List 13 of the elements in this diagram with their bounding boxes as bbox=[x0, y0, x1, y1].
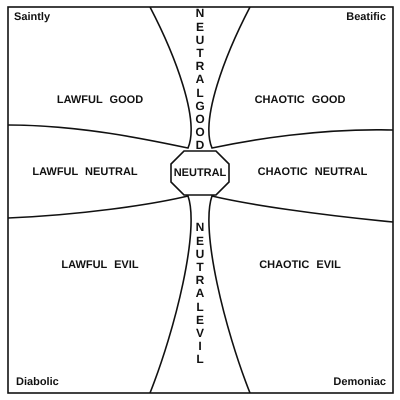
region-label: LAWFUL GOOD bbox=[56, 94, 144, 106]
corner-label: Diabolic bbox=[16, 376, 59, 388]
vertical-region-label: NEUTRAL EVIL bbox=[194, 221, 206, 367]
region-label: CHAOTIC NEUTRAL bbox=[258, 166, 368, 178]
region-label: CHAOTIC GOOD bbox=[254, 94, 346, 106]
region-label: LAWFUL NEUTRAL bbox=[32, 166, 138, 178]
vertical-region-label: NEUTRAL GOOD bbox=[194, 7, 206, 153]
region-label: CHAOTIC EVIL bbox=[259, 259, 341, 271]
region-label: LAWFUL EVIL bbox=[61, 259, 139, 271]
region-label: NEUTRAL bbox=[174, 167, 226, 179]
corner-label: Demoniac bbox=[333, 376, 386, 388]
corner-label: Saintly bbox=[14, 11, 50, 23]
corner-label: Beatific bbox=[346, 11, 386, 23]
